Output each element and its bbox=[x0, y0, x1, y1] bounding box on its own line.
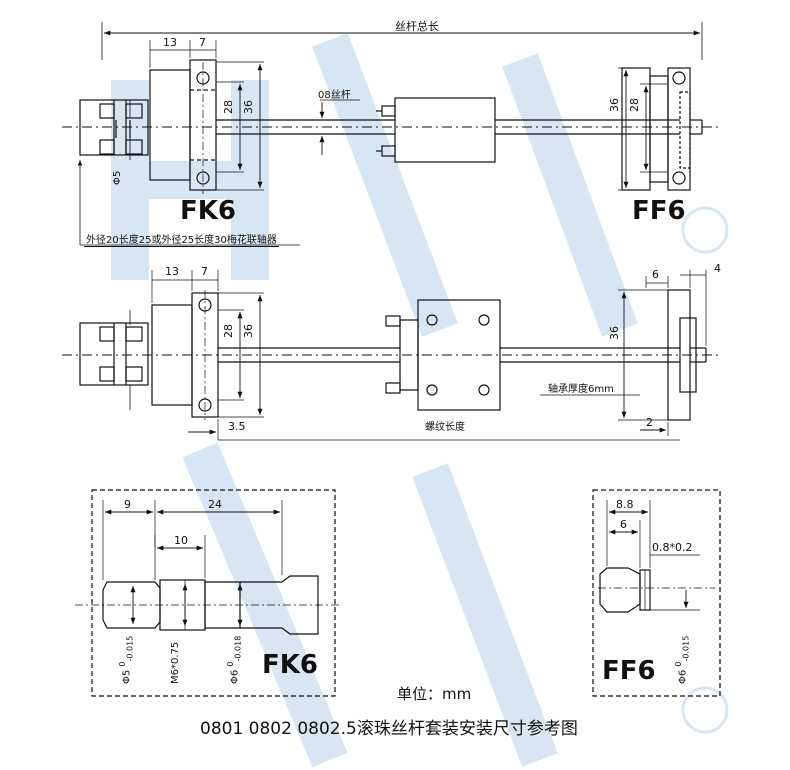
ff-phi6: Φ6 bbox=[677, 669, 689, 684]
fk-label: FK6 bbox=[180, 196, 236, 226]
fk-phi6: Φ6 bbox=[229, 669, 241, 684]
fk-phi5-tol-upper: 0 bbox=[118, 661, 127, 667]
fk-dim-10: 10 bbox=[174, 534, 188, 547]
coupling-note: 外径20长度25或外径25长度30梅花联轴器 bbox=[84, 231, 279, 247]
caption: 0801 0802 0802.5滚珠丝杆套装安装尺寸参考图 bbox=[200, 719, 578, 739]
mid-dim-4: 4 bbox=[714, 262, 721, 275]
fk-phi5-spec: Φ5 0-0.015 bbox=[118, 636, 134, 684]
mid-dim-28: 28 bbox=[222, 324, 235, 338]
mid-dim-6: 6 bbox=[652, 268, 659, 281]
fk-phi5: Φ5 bbox=[121, 669, 133, 684]
ff-detail-title: FF6 bbox=[602, 656, 656, 686]
dim-36-left: 36 bbox=[242, 100, 255, 114]
mid-dim-7: 7 bbox=[201, 265, 208, 278]
ff-dim-8-8: 8.8 bbox=[616, 498, 634, 511]
fk-phi5-tol-lower: -0.015 bbox=[125, 635, 135, 662]
dim-3-5: 3.5 bbox=[228, 420, 246, 433]
dim-2: 2 bbox=[646, 416, 653, 429]
screw-label: 08丝杆 bbox=[318, 90, 351, 101]
watermark-logo bbox=[111, 33, 729, 768]
fk-thread: M6*0.75 bbox=[170, 641, 181, 684]
dim-28-right: 28 bbox=[628, 98, 641, 112]
fk-phi6-tol-lower: -0.018 bbox=[233, 635, 243, 662]
bearing-note: 轴承厚度6mm bbox=[548, 384, 614, 395]
mid-dim-36-right: 36 bbox=[608, 326, 621, 340]
phi5-label: Φ5 bbox=[112, 170, 123, 185]
thread-length-label: 螺纹长度 bbox=[425, 422, 465, 433]
fk-dim-9: 9 bbox=[124, 498, 131, 511]
dim-28-left: 28 bbox=[222, 100, 235, 114]
fk-phi6-spec: Φ6 0-0.018 bbox=[226, 636, 242, 684]
ff-phi6-spec: Φ6 0-0.015 bbox=[674, 636, 690, 684]
ff-label: FF6 bbox=[632, 196, 686, 226]
mid-dim-13: 13 bbox=[165, 265, 179, 278]
ff-phi6-tol-upper: 0 bbox=[674, 661, 683, 667]
dim-36-right: 36 bbox=[608, 98, 621, 112]
fk-phi6-tol-upper: 0 bbox=[226, 661, 235, 667]
unit-label: 单位：mm bbox=[397, 685, 472, 703]
fk-detail-title: FK6 bbox=[262, 650, 318, 680]
ff-phi6-tol-lower: -0.015 bbox=[681, 635, 691, 662]
dim-7: 7 bbox=[199, 36, 206, 49]
dim-13: 13 bbox=[163, 36, 177, 49]
ff-dim-6: 6 bbox=[620, 518, 627, 531]
ff-dim-groove: 0.8*0.2 bbox=[652, 541, 693, 554]
total-length-label: 丝杆总长 bbox=[395, 20, 439, 33]
fk-dim-24: 24 bbox=[208, 498, 222, 511]
mid-dim-36: 36 bbox=[242, 324, 255, 338]
